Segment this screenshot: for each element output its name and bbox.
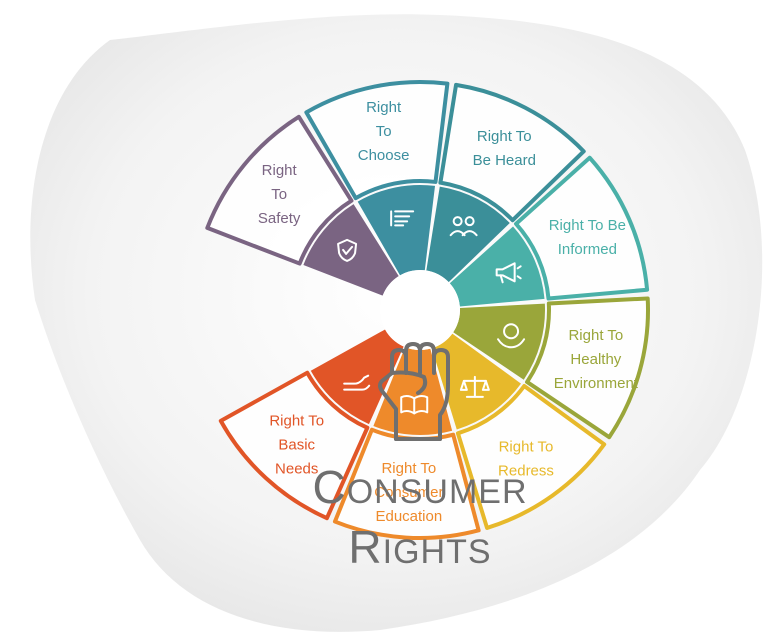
segment-label-redress: Redress <box>498 463 554 480</box>
raised-fist-icon <box>378 342 450 441</box>
people-talking-icon <box>449 216 478 237</box>
segment-outer-choose <box>304 80 450 201</box>
segment-label-informed: Right To Be <box>549 217 626 234</box>
segment-label-environment: Healthy <box>570 351 621 368</box>
pointing-hand-icon <box>390 210 415 227</box>
segment-label-heard: Right To <box>477 128 532 145</box>
open-book-icon <box>400 395 429 415</box>
segment-informed: Right To Be Informed <box>449 155 650 307</box>
segment-inner-safety <box>303 204 399 296</box>
segment-heard: Right To Be Heard <box>426 82 586 283</box>
title-line-2: RIGHTS <box>348 521 491 573</box>
segment-label-heard: Be Heard <box>473 152 536 169</box>
segment-redress: Right To Redress <box>431 333 607 530</box>
megaphone-icon <box>495 262 522 284</box>
segment-outer-environment <box>525 296 650 440</box>
segment-label-safety: Safety <box>258 210 301 227</box>
segment-inner-choose <box>357 185 436 276</box>
segment-label-education: Education <box>375 508 442 525</box>
title-line-1: CONSUMER <box>312 461 527 513</box>
segment-outer-basic <box>218 370 370 521</box>
segment-label-environment: Right To <box>568 327 623 344</box>
segment-outer-redress <box>455 384 607 530</box>
segment-inner-basic <box>310 329 404 425</box>
segment-outer-heard <box>438 82 586 223</box>
shield-check-icon <box>337 238 358 262</box>
segment-label-education: Consumer <box>374 484 443 501</box>
scales-icon <box>459 375 490 398</box>
segment-inner-informed <box>449 226 545 307</box>
segment-label-basic: Needs <box>275 461 318 478</box>
center-hub <box>380 270 460 350</box>
segment-label-basic: Right To <box>269 413 324 430</box>
segment-label-safety: To <box>271 186 287 203</box>
segment-label-education: Right To <box>381 460 436 477</box>
segment-label-redress: Right To <box>499 439 554 456</box>
segment-outer-informed <box>514 155 650 301</box>
segment-label-basic: Basic <box>278 437 315 454</box>
segment-label-safety: Right <box>262 162 298 179</box>
segment-label-informed: Informed <box>558 241 617 258</box>
globe-hands-icon <box>497 323 526 349</box>
segment-outer-safety <box>205 114 354 266</box>
segment-label-choose: To <box>376 123 392 140</box>
hand-icon <box>343 374 371 391</box>
segment-label-choose: Right <box>366 99 402 116</box>
segment-inner-heard <box>426 186 510 283</box>
segment-label-choose: Choose <box>358 147 410 164</box>
segment-label-environment: Environment <box>554 375 639 392</box>
